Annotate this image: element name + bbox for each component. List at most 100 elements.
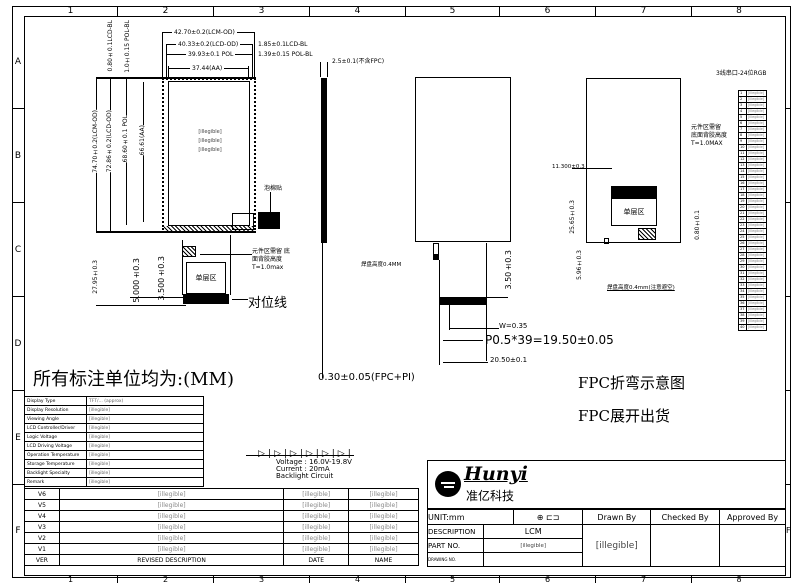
pin-name: [illegible] (745, 180, 768, 187)
spec-row: Remark[illegible] (24, 477, 204, 487)
pin-name: [illegible] (745, 294, 768, 301)
description-value: LCM (482, 524, 584, 539)
projection-symbol-icon: ⊕ ⊏⊐ (512, 509, 584, 525)
revision-date: [illegible] (348, 499, 419, 511)
revision-ver: V6 (24, 488, 60, 500)
approved-by-label: Approved By (719, 509, 786, 525)
revision-row: V2[illegible][illegible][illegible] (24, 532, 419, 544)
lcd-bottom-hatch (164, 226, 254, 232)
back-solder-note: 焊盘高度0.4mm(注意避空) (607, 285, 675, 291)
pin-width: W=0.35 (499, 322, 528, 330)
spec-value: [illegible] (86, 450, 204, 460)
pin-name: [illegible] (745, 120, 768, 127)
back-outline (586, 78, 681, 243)
pin-name: [illegible] (745, 300, 768, 307)
dim-pol-bl: 1.39±0.15 POL-BL (258, 51, 313, 58)
row-header-right-f: F (786, 526, 791, 535)
dim-2795: 27.95±0.3 (92, 260, 99, 294)
revision-ver: V2 (24, 532, 60, 544)
spec-label: Display Type (24, 396, 87, 406)
pin-row: 30[illegible] (738, 264, 768, 271)
foam-pad (258, 212, 280, 229)
pin-name: [illegible] (745, 288, 768, 295)
pin-name: [illegible] (745, 132, 768, 139)
dim-pol-width: 39.93±0.1 POL (186, 51, 236, 58)
revision-date: [illegible] (348, 488, 419, 500)
revision-by: [illegible] (283, 499, 350, 511)
spec-row: Logic Voltage[illegible] (24, 432, 204, 442)
rear-outline (415, 77, 511, 242)
pin-row: 33[illegible] (738, 282, 768, 289)
col-footer-8: 8 (736, 575, 742, 583)
pin-name: [illegible] (745, 306, 768, 313)
dim-aa-width: 37.44(AA) (190, 65, 225, 72)
lcd-active-area (168, 81, 250, 226)
pin-row: 39[illegible] (738, 318, 768, 325)
pin-row: 35[illegible] (738, 294, 768, 301)
pin-name: [illegible] (745, 228, 768, 235)
dim-3500: 3.500±0.3 (157, 256, 166, 301)
revision-ver: V4 (24, 510, 60, 522)
revision-date: [illegible] (348, 532, 419, 544)
pin-name: [illegible] (745, 198, 768, 205)
spec-value: [illegible] (86, 468, 204, 478)
back-fpc-contact (611, 186, 657, 198)
pin-row: 25[illegible] (738, 234, 768, 241)
dim-back-right: 0.80±0.1 (694, 210, 701, 240)
dim-596: 5.96±0.3 (576, 250, 583, 280)
spec-row: Backlight Specialty[illegible] (24, 468, 204, 478)
pin-row: 23[illegible] (738, 222, 768, 229)
pin-row: 31[illegible] (738, 270, 768, 277)
spec-value: TFT/... (approx) (86, 396, 204, 406)
pin-name: [illegible] (745, 126, 768, 133)
drawer-name: [illegible] (582, 524, 652, 567)
component-box (232, 213, 254, 230)
pin-name: [illegible] (745, 192, 768, 199)
pin-row: 14[illegible] (738, 168, 768, 175)
revision-desc: [illegible] (58, 510, 285, 522)
backlight-specs: Voltage : 16.0V-19.8V Current : 20mA Bac… (276, 458, 352, 480)
fpc-flat-note: FPC展开出货 (578, 407, 670, 425)
pin-row: 15[illegible] (738, 174, 768, 181)
pin-row: 19[illegible] (738, 198, 768, 205)
checked-by-label: Checked By (650, 509, 721, 525)
pin-name: [illegible] (745, 312, 768, 319)
pin-row: 38[illegible] (738, 312, 768, 319)
dim-11300: 11.300±0.3 (552, 164, 585, 170)
dim-top-pol-bl: 1.0±0.15 POL-BL (124, 20, 131, 73)
fpc-thickness: 0.30±0.05(FPC+PI) (318, 372, 415, 383)
side-thickness: 2.5±0.1(不含FPC) (332, 58, 385, 65)
pin-name: [illegible] (745, 144, 768, 151)
revision-ver: V3 (24, 521, 60, 533)
dim-2565: 25.65±0.3 (569, 200, 576, 234)
solder-height-label: 焊盘高度0.4MM (361, 262, 402, 268)
revision-by: [illegible] (283, 521, 350, 533)
pin-row: 11[illegible] (738, 150, 768, 157)
part-no-value: [illegible] (482, 538, 584, 553)
drawing-no-value (482, 552, 584, 567)
pin-assignment-table: 1[illegible]2[illegible]3[illegible]4[il… (738, 90, 768, 331)
pin-pitch: P0.5*39=19.50±0.05 (485, 333, 614, 347)
pin-name: [illegible] (745, 282, 768, 289)
pin-name: [illegible] (745, 324, 768, 331)
alignment-line-label: 对位线 (248, 296, 288, 311)
drawn-by-label: Drawn By (582, 509, 652, 525)
row-header-right-b (786, 109, 791, 203)
pin-row: 20[illegible] (738, 204, 768, 211)
col-footer-1: 1 (24, 576, 118, 583)
checker-signature (650, 524, 721, 567)
col-footer-5: 5 (406, 576, 500, 583)
revision-ver: V1 (24, 543, 60, 555)
pin-name: [illegible] (745, 264, 768, 271)
revision-desc: [illegible] (58, 532, 285, 544)
pin-name: [illegible] (745, 168, 768, 175)
pin-name: [illegible] (745, 174, 768, 181)
pin-name: [illegible] (745, 162, 768, 169)
dim-lcm-od-width: 42.70±0.2(LCM-OD) (172, 29, 237, 36)
spec-row: Viewing Angle[illegible] (24, 414, 204, 424)
col-header-8: 8 (736, 6, 742, 16)
revision-by: [illegible] (283, 488, 350, 500)
row-header-right-d (786, 297, 791, 391)
pin-row: 29[illegible] (738, 258, 768, 265)
